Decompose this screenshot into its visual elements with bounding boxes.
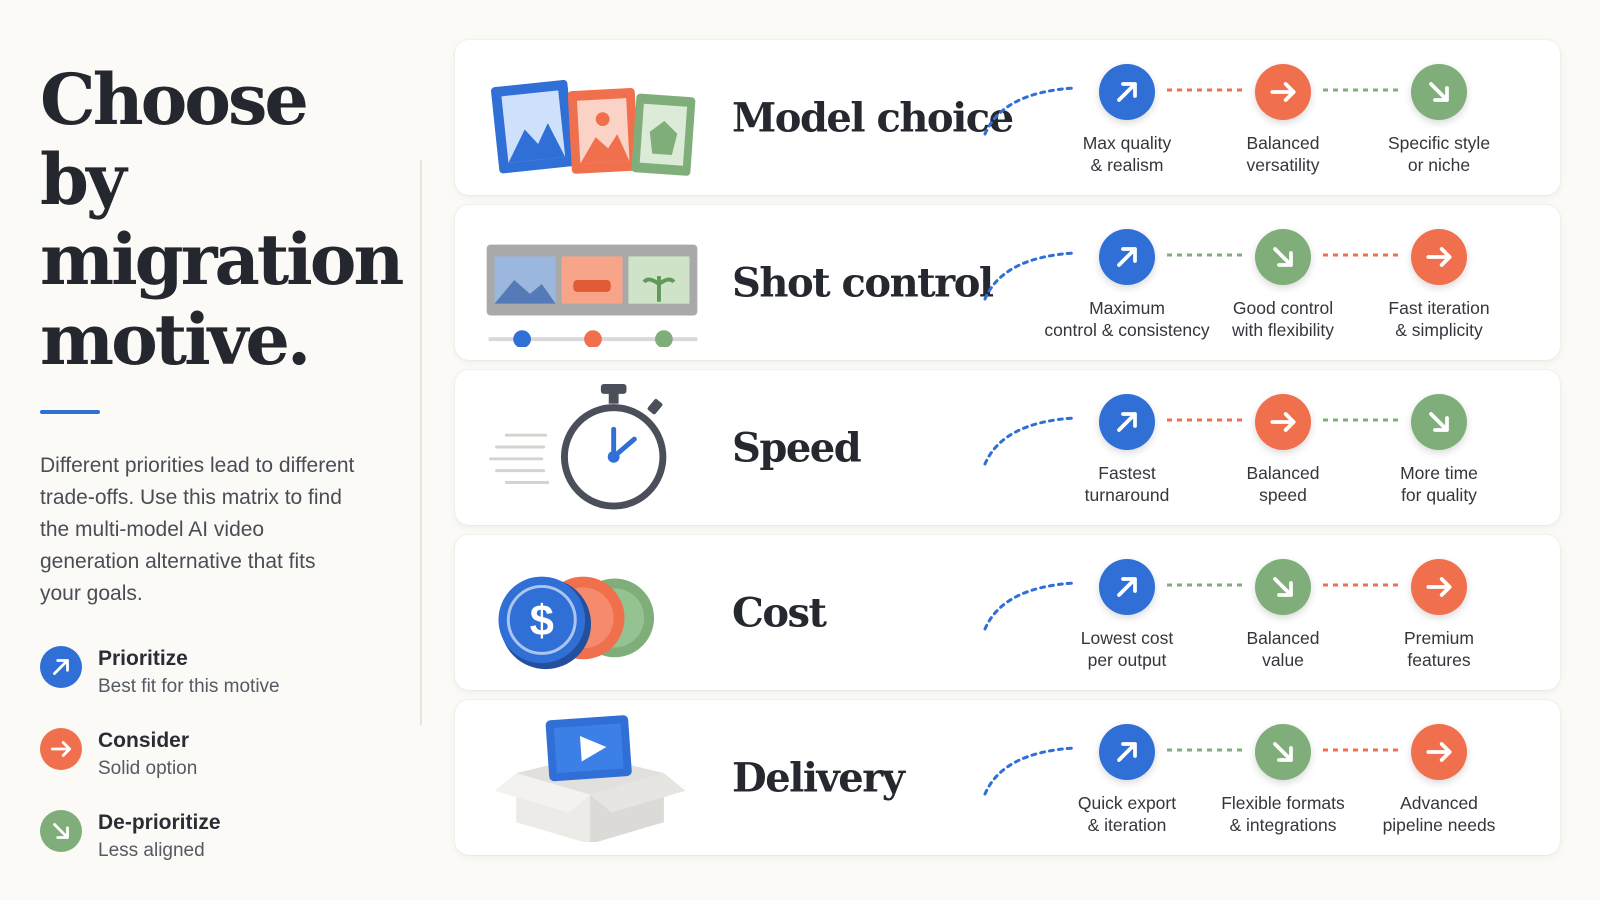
arrow-right-icon <box>40 728 82 770</box>
arrow-right-icon <box>1411 559 1467 615</box>
option-prioritize: Fastest turnaround <box>1037 394 1217 506</box>
arrow-down-right-icon <box>1411 64 1467 120</box>
option-label: Balanced versatility <box>1246 133 1320 175</box>
legend-subtitle: Best fit for this motive <box>98 676 280 697</box>
option-label: Premium features <box>1403 628 1474 670</box>
video-box-icon <box>494 715 686 842</box>
svg-text:$: $ <box>530 598 554 646</box>
intro-panel: Choose by migration motive. Different pr… <box>40 58 404 892</box>
option-consider: Advanced pipeline needs <box>1349 724 1529 836</box>
arrow-up-right-icon <box>1099 229 1155 285</box>
option-label: Lowest cost per output <box>1080 628 1174 670</box>
arrow-down-right-icon <box>1411 394 1467 450</box>
row-title: Cost <box>732 589 827 636</box>
option-prioritize: Quick export & iteration <box>1037 724 1217 836</box>
arrow-up-right-icon <box>1099 394 1155 450</box>
arrow-right-icon <box>1411 229 1467 285</box>
option-label: Balanced speed <box>1246 463 1320 505</box>
page-title: Choose by migration motive. <box>40 58 404 381</box>
arrow-up-right-icon <box>1099 559 1155 615</box>
option-label: Fast iteration & simplicity <box>1388 298 1490 340</box>
arrow-right-icon <box>1255 64 1311 120</box>
option-deprioritize: Flexible formats & integrations <box>1193 724 1373 836</box>
option-consider: Premium features <box>1349 559 1529 671</box>
arrow-down-right-icon <box>40 810 82 852</box>
arrow-right-icon <box>1255 394 1311 450</box>
option-label: Max quality & realism <box>1082 133 1172 175</box>
vertical-divider <box>420 160 422 725</box>
legend-title: Consider <box>98 729 190 752</box>
description: Different priorities lead to different t… <box>40 454 355 605</box>
arrow-down-right-icon <box>1255 724 1311 780</box>
coins-icon: $ <box>498 576 655 670</box>
arrow-right-icon <box>1411 724 1467 780</box>
legend-title: Prioritize <box>98 647 188 670</box>
arrow-down-right-icon <box>1255 559 1311 615</box>
option-label: Fastest turnaround <box>1084 463 1170 505</box>
option-deprioritize: More time for quality <box>1349 394 1529 506</box>
legend-subtitle: Less aligned <box>98 840 205 861</box>
arrow-up-right-icon <box>40 646 82 688</box>
option-label: Advanced pipeline needs <box>1382 793 1496 835</box>
option-label: Balanced value <box>1246 628 1320 670</box>
row-title: Shot control <box>732 259 994 306</box>
row-title: Model choice <box>732 94 1014 141</box>
option-prioritize: Maximum control & consistency <box>1037 229 1217 341</box>
arrow-up-right-icon <box>1099 724 1155 780</box>
film-strip-timeline-icon <box>486 244 698 347</box>
arrow-up-right-icon <box>1099 64 1155 120</box>
option-label: Quick export & iteration <box>1077 793 1177 835</box>
stopwatch-icon <box>489 384 667 510</box>
option-label: More time for quality <box>1400 463 1478 505</box>
row-title: Delivery <box>732 754 905 801</box>
option-consider: Balanced speed <box>1193 394 1373 506</box>
option-prioritize: Max quality & realism <box>1037 64 1217 176</box>
arrow-down-right-icon <box>1255 229 1311 285</box>
option-label: Flexible formats & integrations <box>1221 793 1345 835</box>
option-consider: Balanced versatility <box>1193 64 1373 176</box>
legend-title: De-prioritize <box>98 811 221 834</box>
accent-rule <box>40 410 100 414</box>
option-consider: Fast iteration & simplicity <box>1349 229 1529 341</box>
option-deprioritize: Balanced value <box>1193 559 1373 671</box>
option-label: Maximum control & consistency <box>1044 298 1210 340</box>
option-label: Good control with flexibility <box>1231 298 1335 340</box>
option-label: Specific style or niche <box>1387 133 1491 175</box>
option-deprioritize: Good control with flexibility <box>1193 229 1373 341</box>
legend-subtitle: Solid option <box>98 758 198 779</box>
option-prioritize: Lowest cost per output <box>1037 559 1217 671</box>
image-frames-icon <box>491 79 696 176</box>
row-title: Speed <box>732 424 862 471</box>
option-deprioritize: Specific style or niche <box>1349 64 1529 176</box>
